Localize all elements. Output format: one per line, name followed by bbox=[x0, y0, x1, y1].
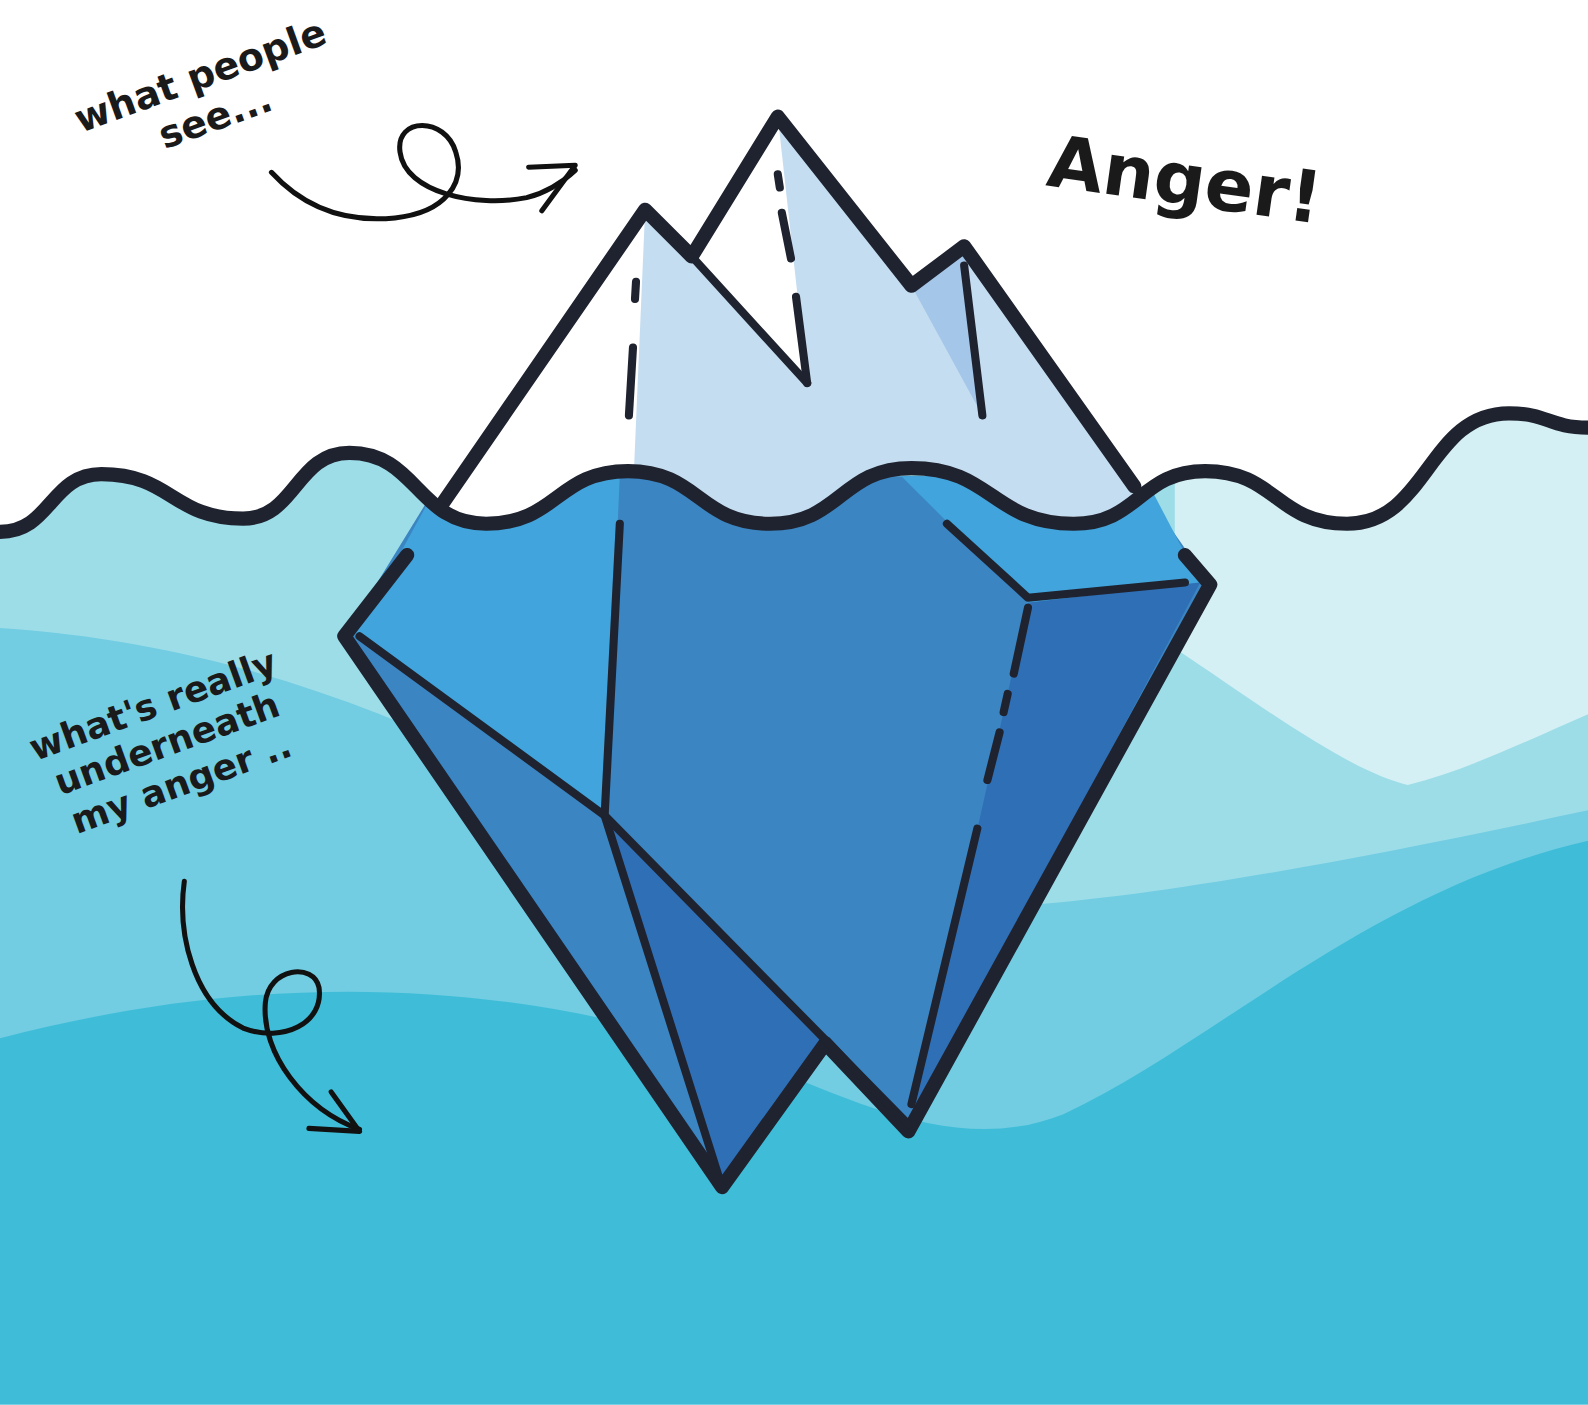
sea bbox=[0, 385, 1588, 1405]
ice-dash bbox=[911, 829, 977, 1104]
sea-layer bbox=[0, 385, 1588, 1405]
water-line bbox=[0, 413, 1588, 531]
iceberg-lines bbox=[344, 117, 1210, 1187]
ice-dash bbox=[1014, 608, 1028, 674]
ice-edge bbox=[917, 314, 983, 415]
ice-edge bbox=[947, 524, 1185, 598]
ice-edge bbox=[360, 636, 909, 1124]
ice-edge bbox=[964, 265, 982, 415]
iceberg-underwater bbox=[344, 476, 1210, 1187]
ice-edge bbox=[692, 256, 807, 383]
pointer-arrow bbox=[271, 125, 575, 218]
ice-dash bbox=[796, 297, 807, 383]
arrow-head bbox=[529, 165, 576, 211]
sea-layer bbox=[0, 405, 1588, 1405]
iceberg-outline bbox=[443, 117, 1135, 504]
ice-face bbox=[344, 476, 1210, 1187]
iceberg-outline bbox=[344, 555, 1210, 1187]
ice-dash bbox=[635, 282, 636, 299]
ice-dash bbox=[987, 732, 999, 780]
pointer-arrows bbox=[183, 125, 576, 1131]
ice-dash bbox=[1004, 694, 1008, 712]
ice-dash bbox=[629, 348, 633, 416]
ice-edge bbox=[605, 524, 722, 1187]
ice-dash bbox=[778, 174, 780, 187]
arrow-head bbox=[309, 1092, 360, 1131]
ice-dash bbox=[782, 213, 791, 259]
